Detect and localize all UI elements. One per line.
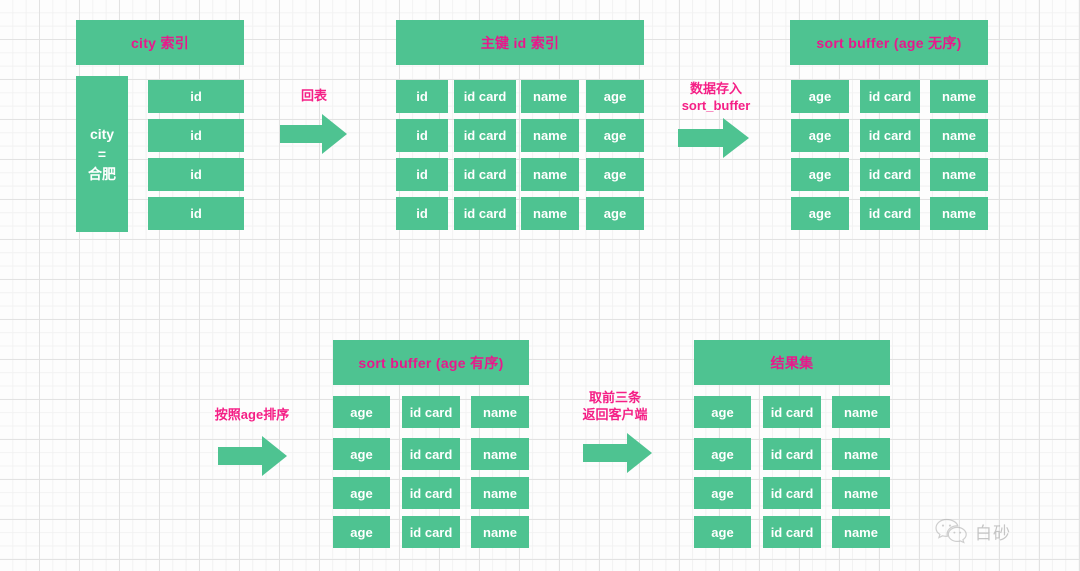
table-cell: id card: [860, 119, 920, 152]
table-cell: name: [930, 119, 988, 152]
watermark: 白砂: [935, 518, 1011, 544]
arrow-sort-by-age: [218, 436, 287, 476]
table-cell: age: [586, 197, 644, 230]
table-cell: name: [832, 438, 890, 470]
arrow-label-back-to-table: 回表: [300, 88, 327, 103]
table-cell: age: [791, 119, 849, 152]
watermark-text: 白砂: [975, 523, 1011, 544]
table-cell: age: [791, 158, 849, 191]
table-cell: id card: [454, 197, 516, 230]
table-cell: id card: [763, 396, 821, 428]
table-cell: age: [333, 438, 390, 470]
table-cell: name: [832, 477, 890, 509]
table-cell: age: [586, 80, 644, 113]
section-title-result-set: 结果集: [694, 340, 890, 385]
section-title-sort-buffer-sorted: sort buffer (age 有序): [333, 340, 529, 385]
table-cell: id: [148, 158, 244, 191]
wechat-icon: [935, 518, 967, 544]
table-cell: name: [471, 477, 529, 509]
table-cell: name: [930, 80, 988, 113]
city-index-side-label: city = 合肥: [76, 76, 128, 232]
table-cell: name: [930, 158, 988, 191]
table-cell: name: [471, 438, 529, 470]
arrow-label-store-into-sort-buffer: 数据存入 sort_buffer: [681, 81, 751, 113]
table-cell: id card: [454, 80, 516, 113]
table-cell: id card: [402, 477, 460, 509]
table-cell: age: [333, 477, 390, 509]
table-cell: age: [791, 80, 849, 113]
arrow-return-top-three: [583, 433, 652, 473]
table-cell: id: [148, 80, 244, 113]
section-title-sort-buffer-unsorted: sort buffer (age 无序): [790, 20, 988, 65]
table-cell: id card: [454, 119, 516, 152]
table-cell: id: [148, 119, 244, 152]
table-cell: id card: [763, 438, 821, 470]
table-cell: id card: [402, 438, 460, 470]
table-cell: age: [333, 516, 390, 548]
table-cell: name: [930, 197, 988, 230]
table-cell: id card: [454, 158, 516, 191]
table-cell: id card: [763, 477, 821, 509]
table-cell: name: [521, 80, 579, 113]
table-cell: id card: [860, 158, 920, 191]
table-cell: name: [471, 396, 529, 428]
table-cell: id card: [860, 80, 920, 113]
section-title-primary-id-index: 主键 id 索引: [396, 20, 644, 65]
table-cell: id: [396, 158, 448, 191]
table-cell: name: [521, 158, 579, 191]
table-cell: age: [791, 197, 849, 230]
table-cell: age: [694, 396, 751, 428]
section-title-city-index: city 索引: [76, 20, 244, 65]
table-cell: name: [832, 396, 890, 428]
table-cell: id card: [402, 396, 460, 428]
table-cell: age: [694, 438, 751, 470]
table-cell: name: [832, 516, 890, 548]
arrow-back-to-table: [280, 114, 347, 154]
table-cell: id card: [763, 516, 821, 548]
side-label-line-1: city: [89, 125, 115, 142]
arrow-store-into-sort-buffer: [678, 118, 749, 158]
table-cell: id card: [860, 197, 920, 230]
table-cell: age: [694, 516, 751, 548]
table-cell: id: [396, 197, 448, 230]
table-cell: id card: [402, 516, 460, 548]
table-cell: age: [694, 477, 751, 509]
table-cell: name: [471, 516, 529, 548]
table-cell: id: [148, 197, 244, 230]
table-cell: name: [521, 119, 579, 152]
arrow-label-sort-by-age: 按照age排序: [214, 407, 290, 422]
table-cell: id: [396, 80, 448, 113]
side-label-line-2: =: [97, 145, 107, 162]
table-cell: name: [521, 197, 579, 230]
table-cell: age: [333, 396, 390, 428]
table-cell: age: [586, 119, 644, 152]
table-cell: age: [586, 158, 644, 191]
side-label-line-3: 合肥: [88, 166, 116, 183]
table-cell: id: [396, 119, 448, 152]
arrow-label-return-top-three: 取前三条 返回客户端: [582, 390, 648, 422]
